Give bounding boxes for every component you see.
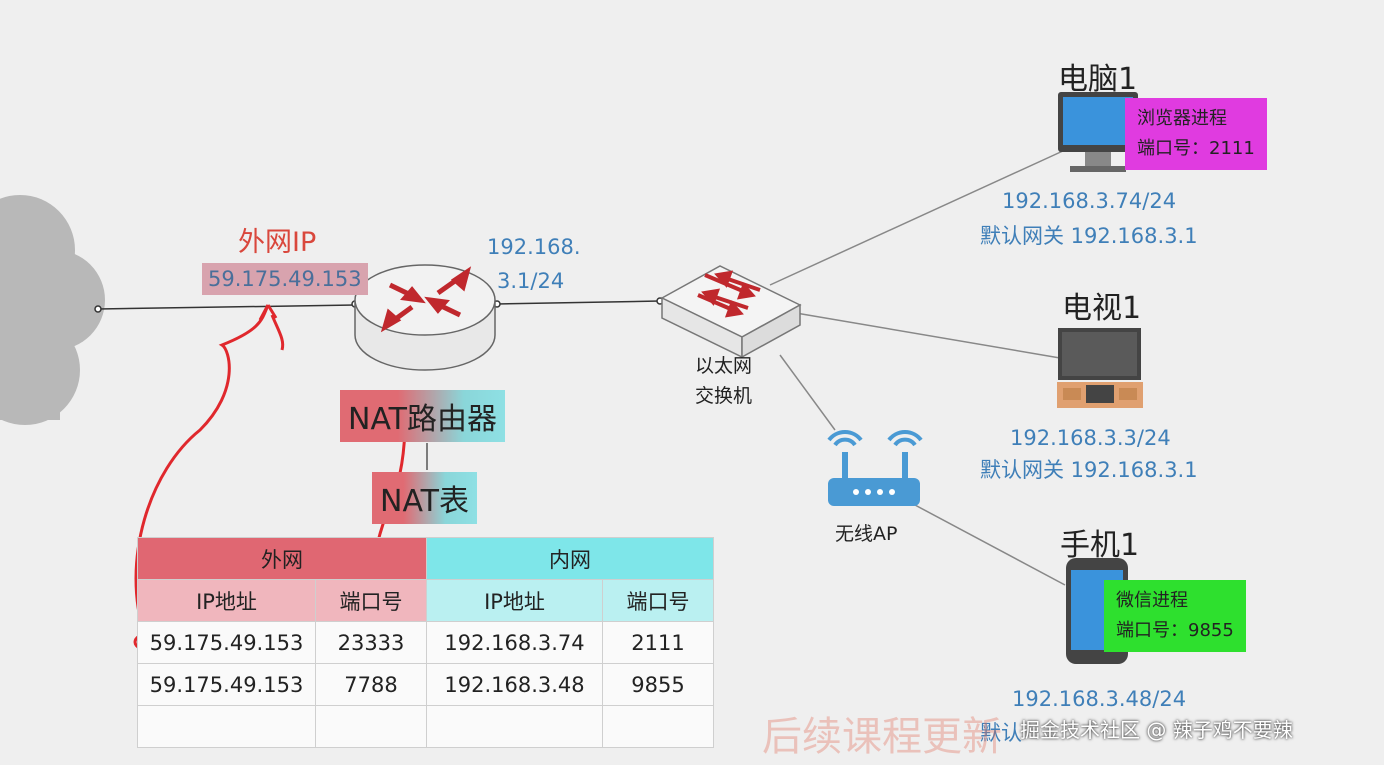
pc-process-note: 浏览器进程 端口号：2111 xyxy=(1125,98,1267,170)
cell-int-ip: 192.168.3.48 xyxy=(426,663,603,706)
pc-title: 电脑1 xyxy=(1058,62,1138,97)
tv-icon xyxy=(1057,328,1143,408)
cell-ext-port: 23333 xyxy=(315,621,427,664)
phone-gateway: 默认 xyxy=(980,721,1022,745)
watermark: 掘金技术社区 @ 辣子鸡不要辣 xyxy=(1020,718,1293,742)
switch-label-line1: 以太网 xyxy=(695,355,753,377)
wan-ip-value: 59.175.49.153 xyxy=(202,263,368,295)
phone-process-port: 端口号：9855 xyxy=(1116,620,1234,641)
wifi-router-icon xyxy=(827,430,923,506)
phone-title: 手机1 xyxy=(1060,528,1140,563)
cell-ext-port xyxy=(315,705,427,748)
pc-ip: 192.168.3.74/24 xyxy=(1002,189,1177,213)
network-links xyxy=(97,149,1066,586)
switch-label-line2: 交换机 xyxy=(695,385,753,407)
phone-process-name: 微信进程 xyxy=(1116,590,1188,611)
cell-ext-ip: 59.175.49.153 xyxy=(137,663,316,706)
table-row xyxy=(137,705,714,748)
nat-table: 外网 内网 IP地址 端口号 IP地址 端口号 59.175.49.153 23… xyxy=(137,537,714,748)
cell-ext-port: 7788 xyxy=(315,663,427,706)
col-int-port: 端口号 xyxy=(602,579,714,622)
switch-icon xyxy=(660,265,802,359)
ap-label: 无线AP xyxy=(835,523,898,545)
tv-title: 电视1 xyxy=(1062,291,1142,326)
table-row: 59.175.49.153 23333 192.168.3.74 2111 xyxy=(137,621,714,664)
nat-table-group-header: 外网 内网 xyxy=(137,537,714,580)
cell-int-port: 9855 xyxy=(602,663,714,706)
pc-process-name: 浏览器进程 xyxy=(1137,108,1227,129)
phone-ip: 192.168.3.48/24 xyxy=(1012,687,1187,711)
tv-gateway: 默认网关 192.168.3.1 xyxy=(980,458,1198,482)
cell-int-port: 2111 xyxy=(602,621,714,664)
col-int-ip: IP地址 xyxy=(426,579,603,622)
cell-ext-ip: 59.175.49.153 xyxy=(137,621,316,664)
internal-header: 内网 xyxy=(426,537,714,580)
course-overlay-text: 后续课程更新 xyxy=(762,714,1002,760)
tv-ip: 192.168.3.3/24 xyxy=(1010,426,1171,450)
cloud-icon xyxy=(0,195,105,425)
nat-router-label: NAT路由器 xyxy=(340,390,505,442)
router-icon xyxy=(354,264,496,371)
pc-process-port: 端口号：2111 xyxy=(1137,138,1255,159)
cell-ext-ip xyxy=(137,705,316,748)
cell-int-ip xyxy=(426,705,603,748)
col-ext-port: 端口号 xyxy=(315,579,427,622)
col-ext-ip: IP地址 xyxy=(137,579,316,622)
cell-int-port xyxy=(602,705,714,748)
external-header: 外网 xyxy=(137,537,427,580)
pc-gateway: 默认网关 192.168.3.1 xyxy=(980,224,1198,248)
nat-table-column-header: IP地址 端口号 IP地址 端口号 xyxy=(137,579,714,622)
monitor-icon xyxy=(1058,92,1138,172)
lan-ip-line1: 192.168. xyxy=(487,235,581,259)
phone-process-note: 微信进程 端口号：9855 xyxy=(1104,580,1246,652)
table-row: 59.175.49.153 7788 192.168.3.48 9855 xyxy=(137,663,714,706)
lan-ip-line2: 3.1/24 xyxy=(497,269,565,293)
wan-ip-label: 外网IP xyxy=(238,227,317,258)
cell-int-ip: 192.168.3.74 xyxy=(426,621,603,664)
nat-table-label: NAT表 xyxy=(372,472,477,524)
